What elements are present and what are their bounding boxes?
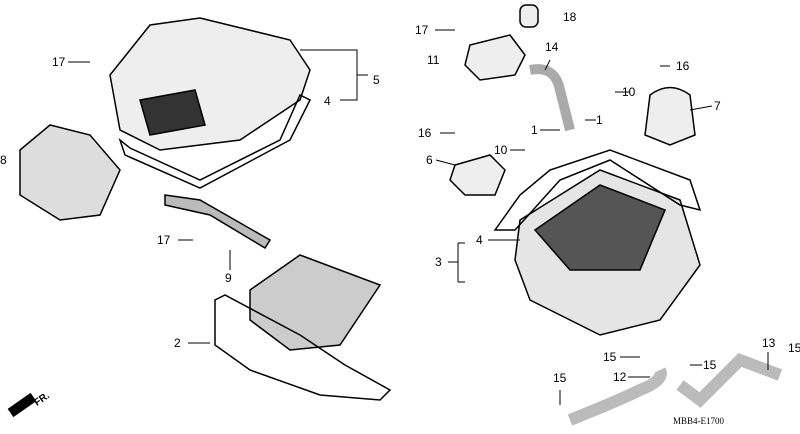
hose-14 [529,64,575,132]
label-16: 16 [676,59,690,73]
air-cleaner-cover [109,17,311,151]
label-2: 2 [174,336,181,350]
label-15: 15 [553,371,567,385]
intake-duct [19,124,121,221]
hose-13 [676,353,783,408]
label-9: 9 [225,271,232,285]
label-18: 18 [563,10,577,24]
label-14: 14 [545,40,559,54]
label-3: 3 [435,255,442,269]
label-15: 15 [603,350,617,364]
label-5: 5 [373,73,380,87]
label-8: 8 [0,153,7,167]
label-17: 17 [415,23,429,37]
cap [519,4,539,28]
label-4: 4 [476,233,483,247]
label-1: 1 [596,113,603,127]
case-gasket [493,149,702,231]
diagram-code: MBB4-E1700 [673,416,725,426]
valve [464,34,526,81]
label-12: 12 [613,370,627,384]
label-6: 6 [426,153,433,167]
label-15: 15 [703,358,717,372]
label-1: 1 [531,123,538,137]
funnel-small [449,154,506,196]
air-filter-element [249,254,382,351]
label-7: 7 [714,99,721,113]
label-17: 17 [157,233,171,247]
bracket [164,194,272,250]
label-17: 17 [52,55,66,69]
filter-housing [214,294,392,401]
funnel [644,86,696,146]
cover-gasket [118,93,312,189]
label-13: 13 [762,336,776,350]
label-16: 16 [418,126,432,140]
hose-12 [567,367,667,426]
label-11: 11 [427,53,440,67]
label-10: 10 [494,143,508,157]
label-15: 15 [788,341,800,355]
label-4: 4 [324,94,331,108]
label-10: 10 [622,85,636,99]
